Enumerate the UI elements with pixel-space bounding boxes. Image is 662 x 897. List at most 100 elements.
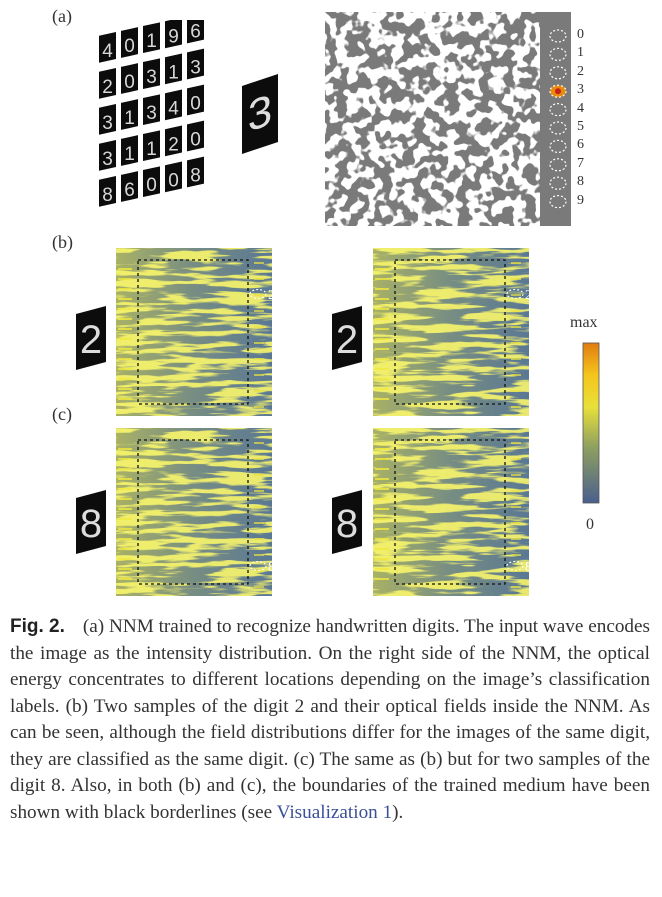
sample-c-2: 88 [332,428,532,596]
output-port-label: 8 [268,560,275,575]
mnist-cell: 6 [187,20,204,44]
mnist-cell: 1 [143,22,160,54]
output-port-label: 8 [525,560,532,575]
mnist-digit-glyph: 1 [146,31,157,52]
mnist-cell: 3 [187,48,204,80]
class-label: 8 [577,174,584,190]
colorbar-min-label: 0 [586,516,594,533]
mnist-digit-glyph: 3 [146,67,157,88]
input-digit-glyph: 3 [248,84,272,142]
visualization-link[interactable]: Visualization 1 [276,801,393,823]
mnist-digit-glyph: 3 [146,103,157,124]
mnist-cell: 0 [187,120,204,152]
mnist-digit-glyph: 0 [124,72,135,93]
mnist-digit-glyph: 3 [190,58,201,79]
mnist-cell: 4 [99,32,116,63]
output-port-label: 2 [525,288,532,303]
mnist-cell: 0 [187,84,204,116]
figure-caption: Fig. 2.(a) NNM trained to recognize hand… [10,614,650,826]
sample-digit-glyph: 2 [336,318,358,362]
mnist-cell: 1 [121,135,138,166]
output-port-label: 2 [268,288,275,303]
output-port [549,29,567,43]
mnist-cell: 3 [99,104,116,135]
sample-digit-glyph: 2 [80,318,102,362]
class-label: 4 [577,100,584,116]
trained-medium-pattern [325,12,571,226]
mnist-digit-glyph: 0 [190,130,201,151]
sample-digit-glyph: 8 [80,502,102,546]
output-port [549,47,567,62]
input-digit-image: 3 [242,74,278,154]
mnist-cell: 9 [165,20,182,49]
mnist-digit-glyph: 3 [102,149,113,170]
class-label: 9 [577,192,584,208]
sample-digit-glyph: 8 [336,502,358,546]
trained-medium-boundary [394,259,506,405]
caption-text: (a) NNM trained to recognize handwritten… [10,616,651,823]
panel-label-c: (c) [52,404,72,424]
panel-label-a: (a) [52,6,72,26]
mnist-digit-glyph: 2 [168,134,179,155]
sample-c-1: 88 [76,428,275,596]
output-port [549,176,567,190]
mnist-cell: 6 [121,171,138,202]
output-port [549,195,567,209]
mnist-digit-glyph: 0 [168,170,179,191]
mnist-cell: 1 [121,99,138,130]
mnist-digit-glyph: 0 [190,94,201,115]
mnist-digit-glyph: 1 [146,139,157,160]
mnist-cell: 1 [165,53,182,85]
mnist-cell: 3 [143,58,160,90]
mnist-digit-glyph: 6 [190,22,201,43]
mnist-digit-glyph: 4 [168,98,179,119]
mnist-cell: 3 [143,94,160,126]
panel-label-b: (b) [52,232,73,252]
mnist-digit-glyph: 0 [146,175,157,196]
mnist-cell: 0 [143,166,160,198]
mnist-digit-glyph: 1 [124,108,135,129]
mnist-digit-glyph: 4 [102,41,113,62]
mnist-digit-glyph: 3 [102,113,113,134]
mnist-digit-glyph: 2 [102,77,113,98]
output-port [549,121,567,135]
output-port [549,158,567,172]
mnist-cell: 0 [121,63,138,94]
mnist-cell: 8 [187,156,204,188]
output-port [549,66,567,80]
mnist-digit-glyph: 0 [124,36,135,57]
class-label: 1 [577,45,584,61]
mnist-digit-glyph: 6 [124,180,135,201]
mnist-digit-glyph: 8 [102,185,113,206]
class-label: 0 [577,27,584,42]
mnist-cell: 4 [165,89,182,121]
mnist-cell: 8 [99,176,116,207]
caption-tail: ). [392,801,404,823]
trained-medium-boundary [137,439,249,585]
class-label: 7 [577,155,584,171]
mnist-digit-glyph: 1 [124,144,135,165]
mnist-cell: 2 [99,68,116,99]
mnist-digit-glyph: 8 [190,166,201,187]
class-label: 6 [577,137,584,153]
class-label: 3 [577,82,584,98]
colorbar-max-label: max [570,314,598,331]
sample-b-1: 22 [76,248,275,416]
trained-medium-boundary [137,259,249,405]
mnist-cell: 3 [99,140,116,171]
mnist-cell: 0 [165,161,182,193]
output-port [549,102,567,117]
sample-b-2: 22 [332,248,532,416]
mnist-cell: 0 [121,27,138,58]
mnist-digit-glyph: 9 [168,26,179,47]
colorbar [582,342,600,504]
class-label: 2 [577,63,584,79]
class-label: 5 [577,119,584,134]
mnist-cell: 1 [143,130,160,162]
output-port [549,139,567,153]
mnist-digit-glyph: 1 [168,62,179,83]
trained-medium-boundary [394,439,506,585]
